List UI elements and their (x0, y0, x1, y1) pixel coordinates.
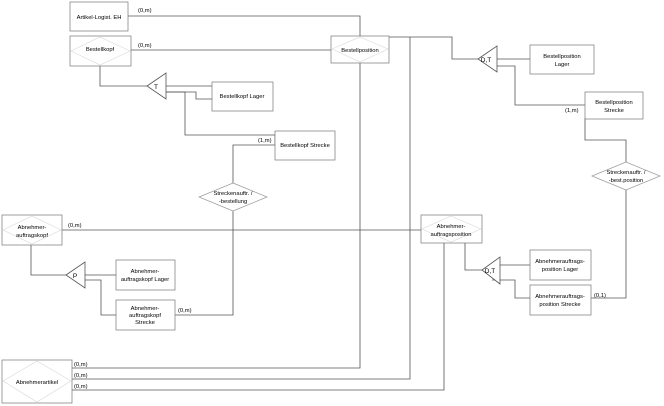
line-rel-abnehmerauftragsposition-strecke (591, 190, 627, 299)
cardinality-label: (0,m) (178, 308, 192, 314)
cardinality-label: (0,m) (74, 362, 88, 368)
entity-abnehmerartikel[interactable] (1, 359, 73, 404)
line-rel-abnehmerauftragskopf-strecke (175, 211, 234, 316)
specialization-label: D,T (485, 268, 496, 275)
entity-label: position Lager (542, 267, 578, 273)
relationship-label: -bestellung (219, 199, 247, 205)
entity-label: Lager (555, 62, 570, 68)
entity-label: Strecke (604, 108, 624, 114)
cardinality-label: (0,1) (594, 293, 606, 299)
entity-label: Bestellposition (543, 54, 580, 60)
entity-abnehmerauftragsposition[interactable] (420, 214, 483, 244)
specialization-abnehmerauftragskopf (65, 261, 86, 289)
entity-label: Abnehmerauftrags- (535, 294, 585, 300)
line-dt-strecke (492, 279, 530, 299)
specialization-abnehmerauftragsposition (481, 256, 501, 285)
cardinality-label: (0,m) (74, 373, 88, 379)
entity-abnehmerauftragsposition-lager[interactable] (529, 249, 592, 281)
relationship-label: -best.position (609, 178, 643, 184)
relationship-label: Streckenauftr. / (214, 191, 253, 197)
entity-bestellkopf-strecke[interactable] (274, 130, 336, 161)
entity-label: auftragsposition (431, 232, 472, 238)
line-abnehmerauftragskopf-p (30, 245, 66, 276)
entity-label: Abnehmer- (131, 306, 160, 312)
box-shading-bestellkopf (70, 36, 131, 66)
line-abnehmerartikel-2 (72, 37, 411, 380)
cardinality-label: (0,m) (68, 223, 82, 229)
entity-bestellkopf[interactable] (69, 35, 132, 67)
entity-label: Artikel-Logist. EH (77, 15, 122, 21)
entity-label: Bestellposition (595, 100, 632, 106)
entity-abnehmerauftragskopf-lager[interactable] (115, 259, 176, 291)
entity-bestellposition-lager[interactable] (529, 44, 595, 75)
specialization-bestellkopf (146, 72, 167, 100)
entity-label: Strecke (135, 320, 155, 326)
entity-label: auftragskopf (129, 313, 161, 319)
entity-bestellkopf-lager[interactable] (211, 81, 274, 112)
entity-label: Bestellkopf Lager (220, 94, 265, 100)
line-bestellkopf-strecke-rel (232, 144, 275, 183)
box-shading-abnehmerauftragskopf (2, 215, 62, 245)
relationship-streckenauftr-best-position[interactable] (591, 161, 661, 191)
entity-bestellposition[interactable] (330, 35, 390, 64)
entity-abnehmerauftragskopf[interactable] (1, 214, 63, 246)
box-shading-bestellposition (331, 36, 389, 63)
cardinality-label: (0,m) (138, 43, 152, 49)
entity-artikel-logist-eh[interactable] (69, 1, 129, 32)
entity-label: Abnehmer- (18, 225, 47, 231)
line-bestellposition-dt (389, 36, 478, 60)
entity-label: Abnehmerauftrags- (535, 259, 585, 265)
specialization-label: T (154, 84, 158, 91)
line-dt-bestellposition-strecke (489, 65, 585, 106)
line-abnehmerartikel-1 (72, 63, 361, 369)
entity-label: auftragskopf (16, 233, 48, 239)
cardinality-label: (1,m) (565, 108, 579, 114)
entity-label: Abnehmer- (131, 269, 160, 275)
box-shading-abnehmerartikel (2, 360, 72, 403)
entity-label: position Strecke (539, 302, 580, 308)
line-abnehmerartikel-3 (72, 243, 445, 391)
box-shading-abnehmerauftragsposition (421, 215, 482, 243)
entity-abnehmerauftragsposition-strecke[interactable] (529, 284, 592, 316)
line-artikel-bestellposition (128, 15, 361, 36)
specialization-bestellposition (477, 45, 498, 73)
cardinality-label: (0,m) (74, 384, 88, 390)
entity-label: auftragskopf Lager (121, 277, 169, 283)
entity-bestellposition-strecke[interactable] (584, 91, 644, 120)
line-bestellkopf-t (99, 66, 147, 87)
relationship-streckenauftr-bestellung[interactable] (198, 182, 268, 212)
cardinality-label: (0,m) (138, 8, 152, 14)
relationship-label: Streckenauftr. / (607, 170, 646, 176)
entity-abnehmerauftragskopf-strecke[interactable] (115, 299, 176, 331)
line-bestellposition-strecke-rel (584, 118, 627, 162)
entity-label: Abnehmerartikel (16, 380, 58, 386)
entity-label: Bestellkopf Strecke (280, 143, 330, 149)
specialization-label: P (73, 273, 77, 280)
cardinality-label: (1,m) (258, 138, 272, 144)
entity-label: Abnehmer- (437, 224, 466, 230)
line-abnehmerauftragsposition-dt (464, 242, 482, 271)
entity-label: Bestellkopf (86, 47, 115, 53)
line-t-bestellkopf-strecke-a (166, 91, 212, 100)
specialization-label: D,T (481, 57, 492, 64)
entity-label: Bestellposition (341, 48, 378, 54)
line-p-strecke (85, 279, 116, 316)
